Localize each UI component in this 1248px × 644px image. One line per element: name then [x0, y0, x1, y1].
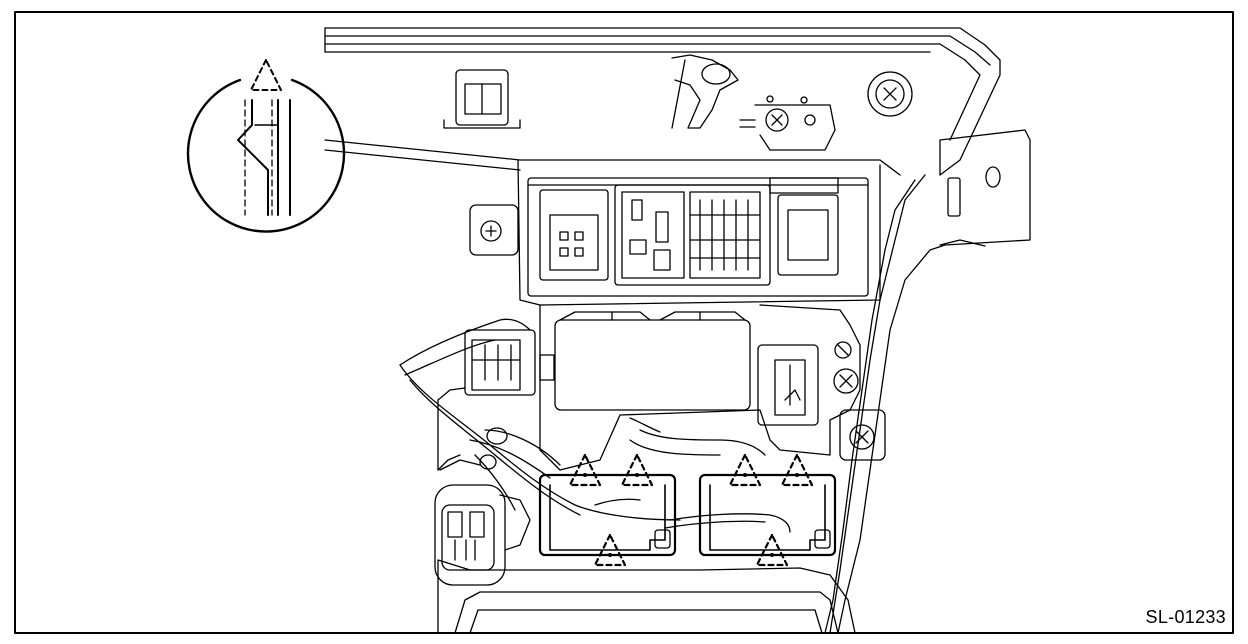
inset-triangle-marker — [250, 59, 282, 91]
lower-trim — [437, 387, 856, 634]
lower-connectors — [434, 459, 837, 586]
dash-panel — [324, 27, 1031, 634]
clip-callout-dots — [583, 473, 799, 557]
clip-marker — [593, 533, 627, 567]
clip-marker — [755, 533, 789, 567]
clip-marker — [780, 453, 814, 487]
detail-inset — [186, 59, 346, 233]
module-body — [464, 304, 886, 471]
figure-reference-code: SL-01233 — [1145, 607, 1226, 627]
clip-marker — [568, 453, 602, 487]
wire-harness — [399, 318, 791, 533]
clip-marker — [728, 453, 762, 487]
figure-border — [14, 11, 1234, 634]
clip-callouts — [568, 453, 814, 567]
top-clips — [443, 54, 913, 151]
junction-box — [469, 159, 881, 306]
clip-marker — [620, 453, 654, 487]
